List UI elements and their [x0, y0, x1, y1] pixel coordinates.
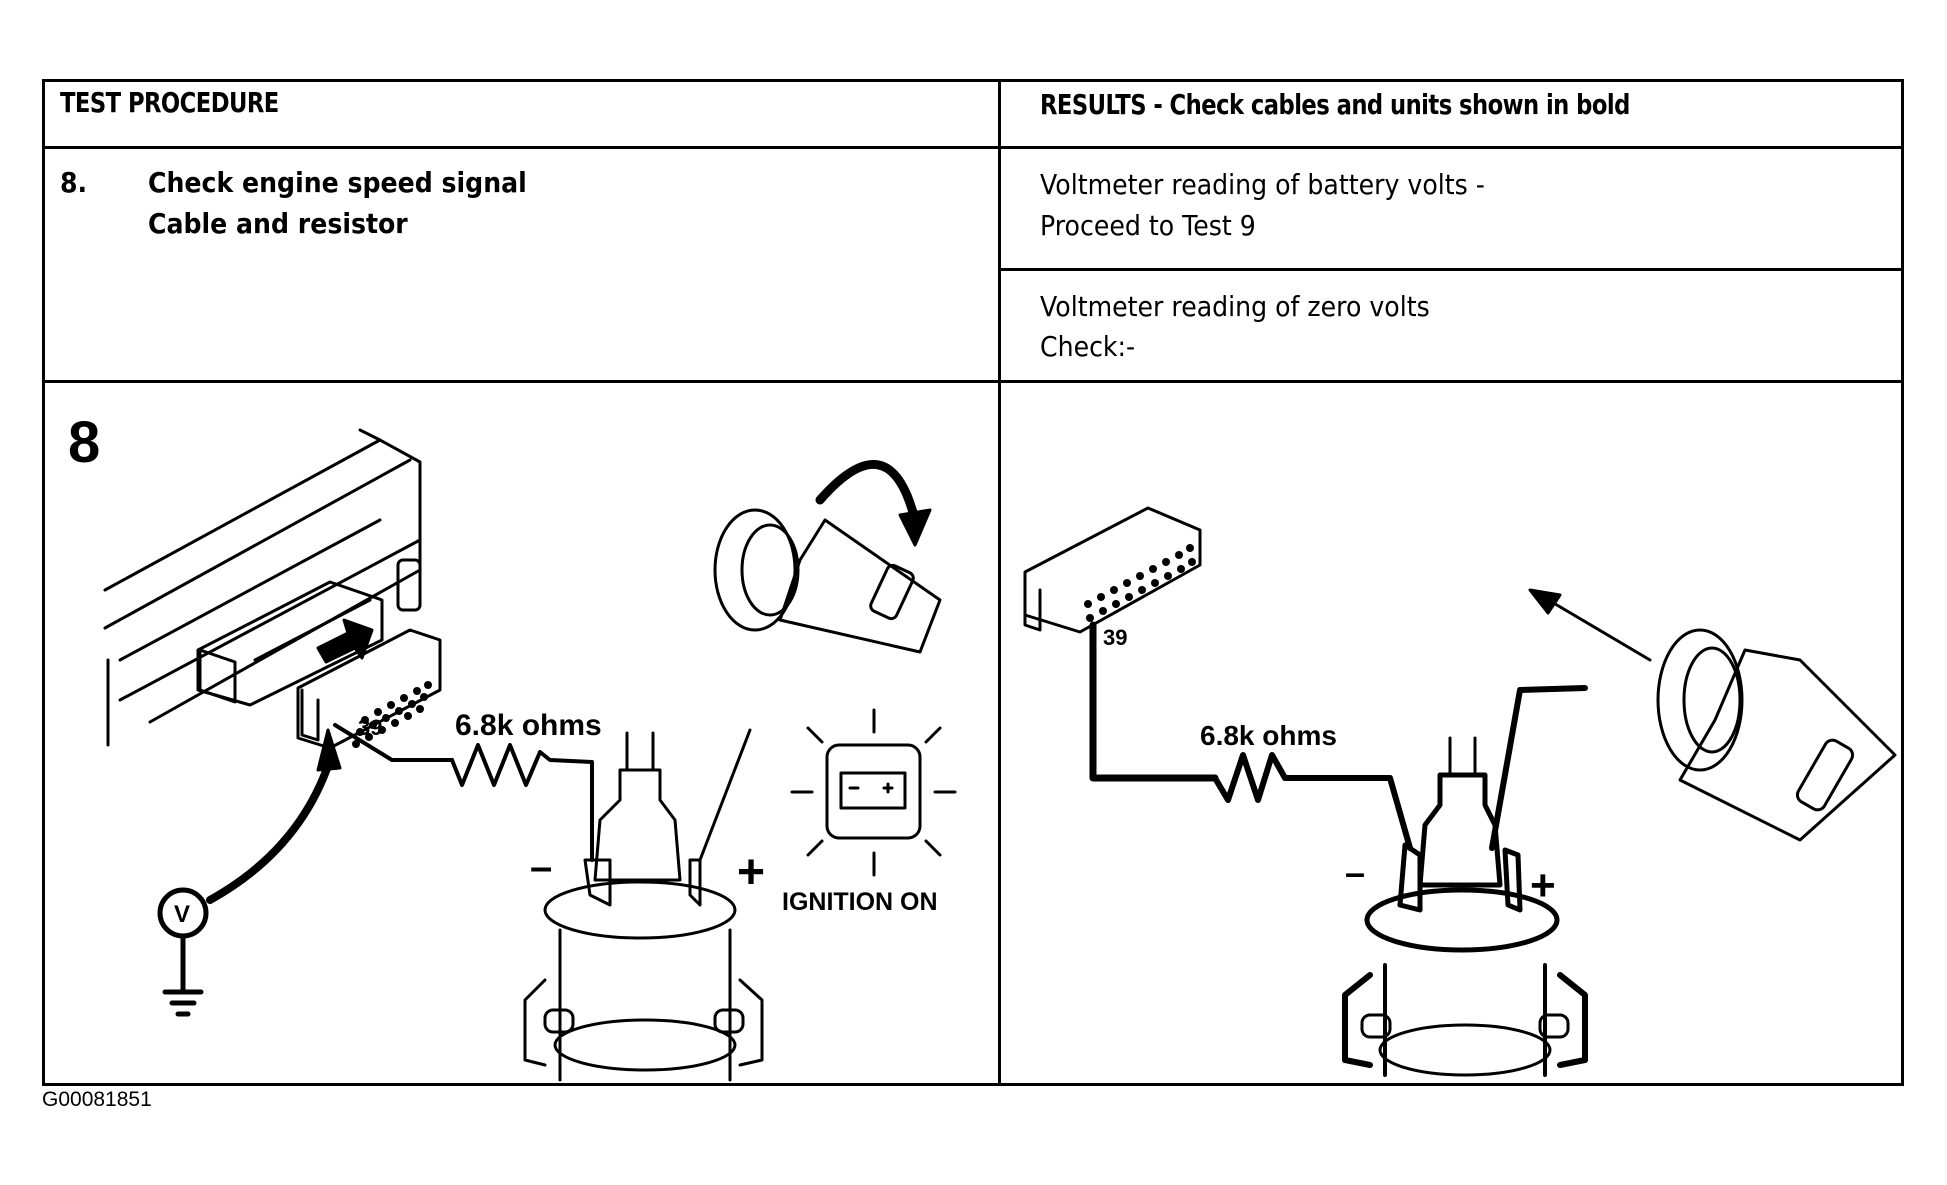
resistor-icon [1212, 752, 1413, 851]
ignition-key-turn-icon [713, 460, 942, 654]
resistor-label: 6.8k ohms [455, 709, 602, 742]
header-divider [42, 146, 1904, 149]
ecu-module-icon [103, 428, 422, 747]
figure-step-label: 8 [68, 410, 100, 475]
result-1-line-1: Voltmeter reading of battery volts - [1040, 168, 1485, 201]
supply-wire [1489, 685, 1588, 851]
result-2-line-2: Check:- [1040, 330, 1136, 363]
result-2-line-1: Voltmeter reading of zero volts [1040, 290, 1430, 323]
result-row-divider [999, 268, 1904, 271]
ecu-socket-icon [196, 558, 422, 707]
column-divider [998, 79, 1001, 1086]
voltmeter-lead [206, 756, 334, 904]
procedure-subtitle: Cable and resistor [148, 207, 408, 240]
ignition-coil-icon [1342, 736, 1588, 1077]
step-number: 8. [60, 166, 88, 199]
ignition-key-remove-icon [1528, 588, 1897, 842]
coil-minus-label: – [1345, 852, 1365, 893]
ground-icon [162, 989, 204, 1017]
coil-plus-label: + [737, 846, 765, 899]
battery-warning-light-icon [790, 708, 957, 877]
signal-wire [333, 723, 454, 762]
resistor-label: 6.8k ohms [1200, 720, 1337, 751]
unplug-arrow-icon [316, 618, 374, 664]
test-procedure-table [42, 79, 1904, 1086]
pin-39-label: 39 [358, 715, 382, 740]
coil-plus-label: + [1530, 861, 1556, 910]
harness-connector-icon [1023, 506, 1202, 634]
pin-39-label: 39 [1103, 625, 1127, 650]
procedure-title: Check engine speed signal [148, 166, 527, 199]
figure-row-divider [42, 380, 1904, 383]
voltmeter-label: V [174, 901, 190, 928]
ignition-coil-icon [523, 728, 764, 1082]
coil-minus-label: – [530, 845, 552, 889]
figure-code: G00081851 [42, 1088, 152, 1111]
header-test-procedure: TEST PROCEDURE [60, 86, 279, 119]
resistor-icon [450, 743, 594, 862]
result-1-line-2: Proceed to Test 9 [1040, 209, 1256, 242]
removal-arrow-icon [1538, 593, 1652, 662]
figure-left-test-setup: 8 39 6.8k ohms – + V IGNITION ON [68, 410, 957, 1082]
harness-connector-icon [296, 628, 442, 750]
signal-wire [1089, 621, 1219, 782]
figure-right-test-result: 39 6.8k ohms – + [1023, 506, 1897, 1077]
header-results: RESULTS - Check cables and units shown i… [1040, 88, 1630, 121]
ignition-on-label: IGNITION ON [782, 888, 938, 916]
